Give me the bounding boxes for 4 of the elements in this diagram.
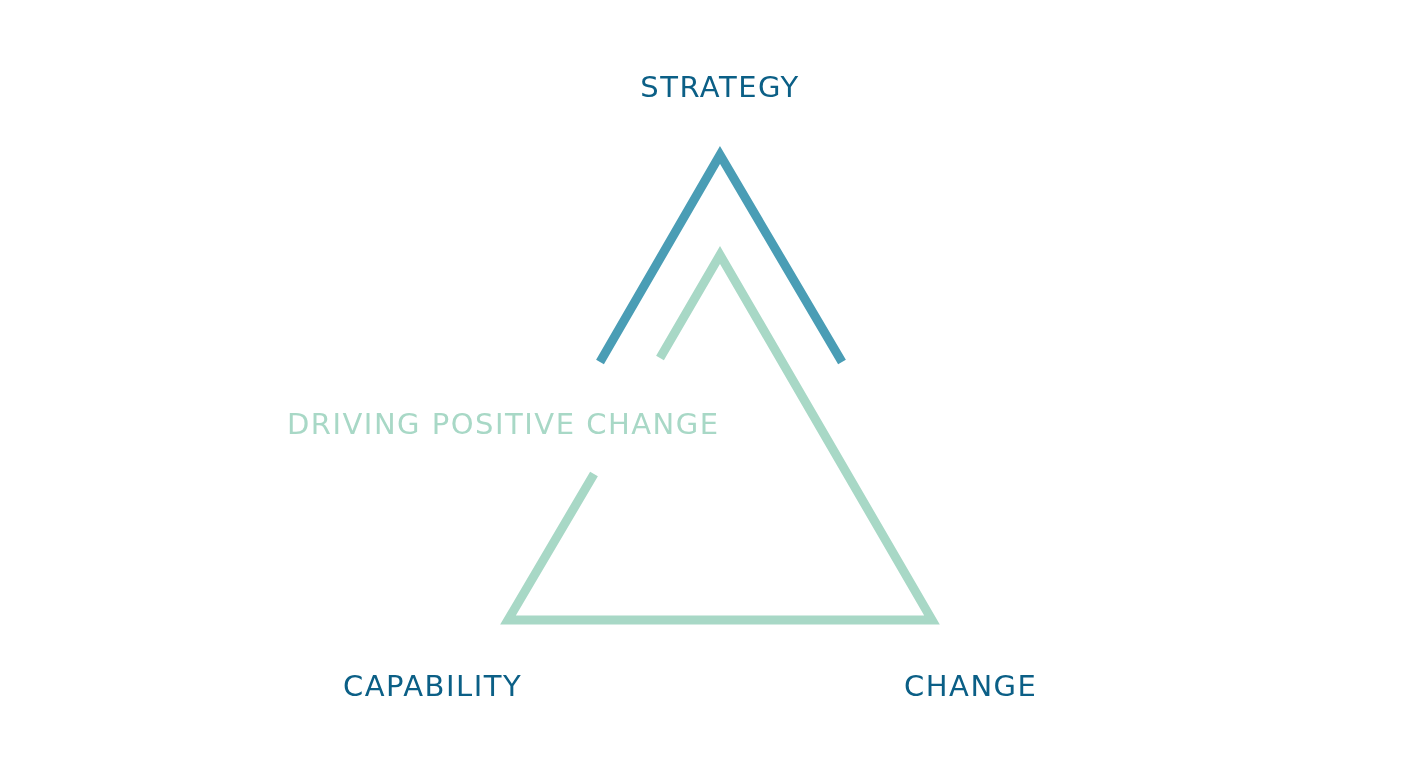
tagline-text: DRIVING POSITIVE CHANGE: [287, 407, 720, 441]
label-text: CAPABILITY: [343, 669, 523, 703]
label-text: STRATEGY: [640, 70, 800, 104]
label-text: CHANGE: [904, 669, 1038, 703]
